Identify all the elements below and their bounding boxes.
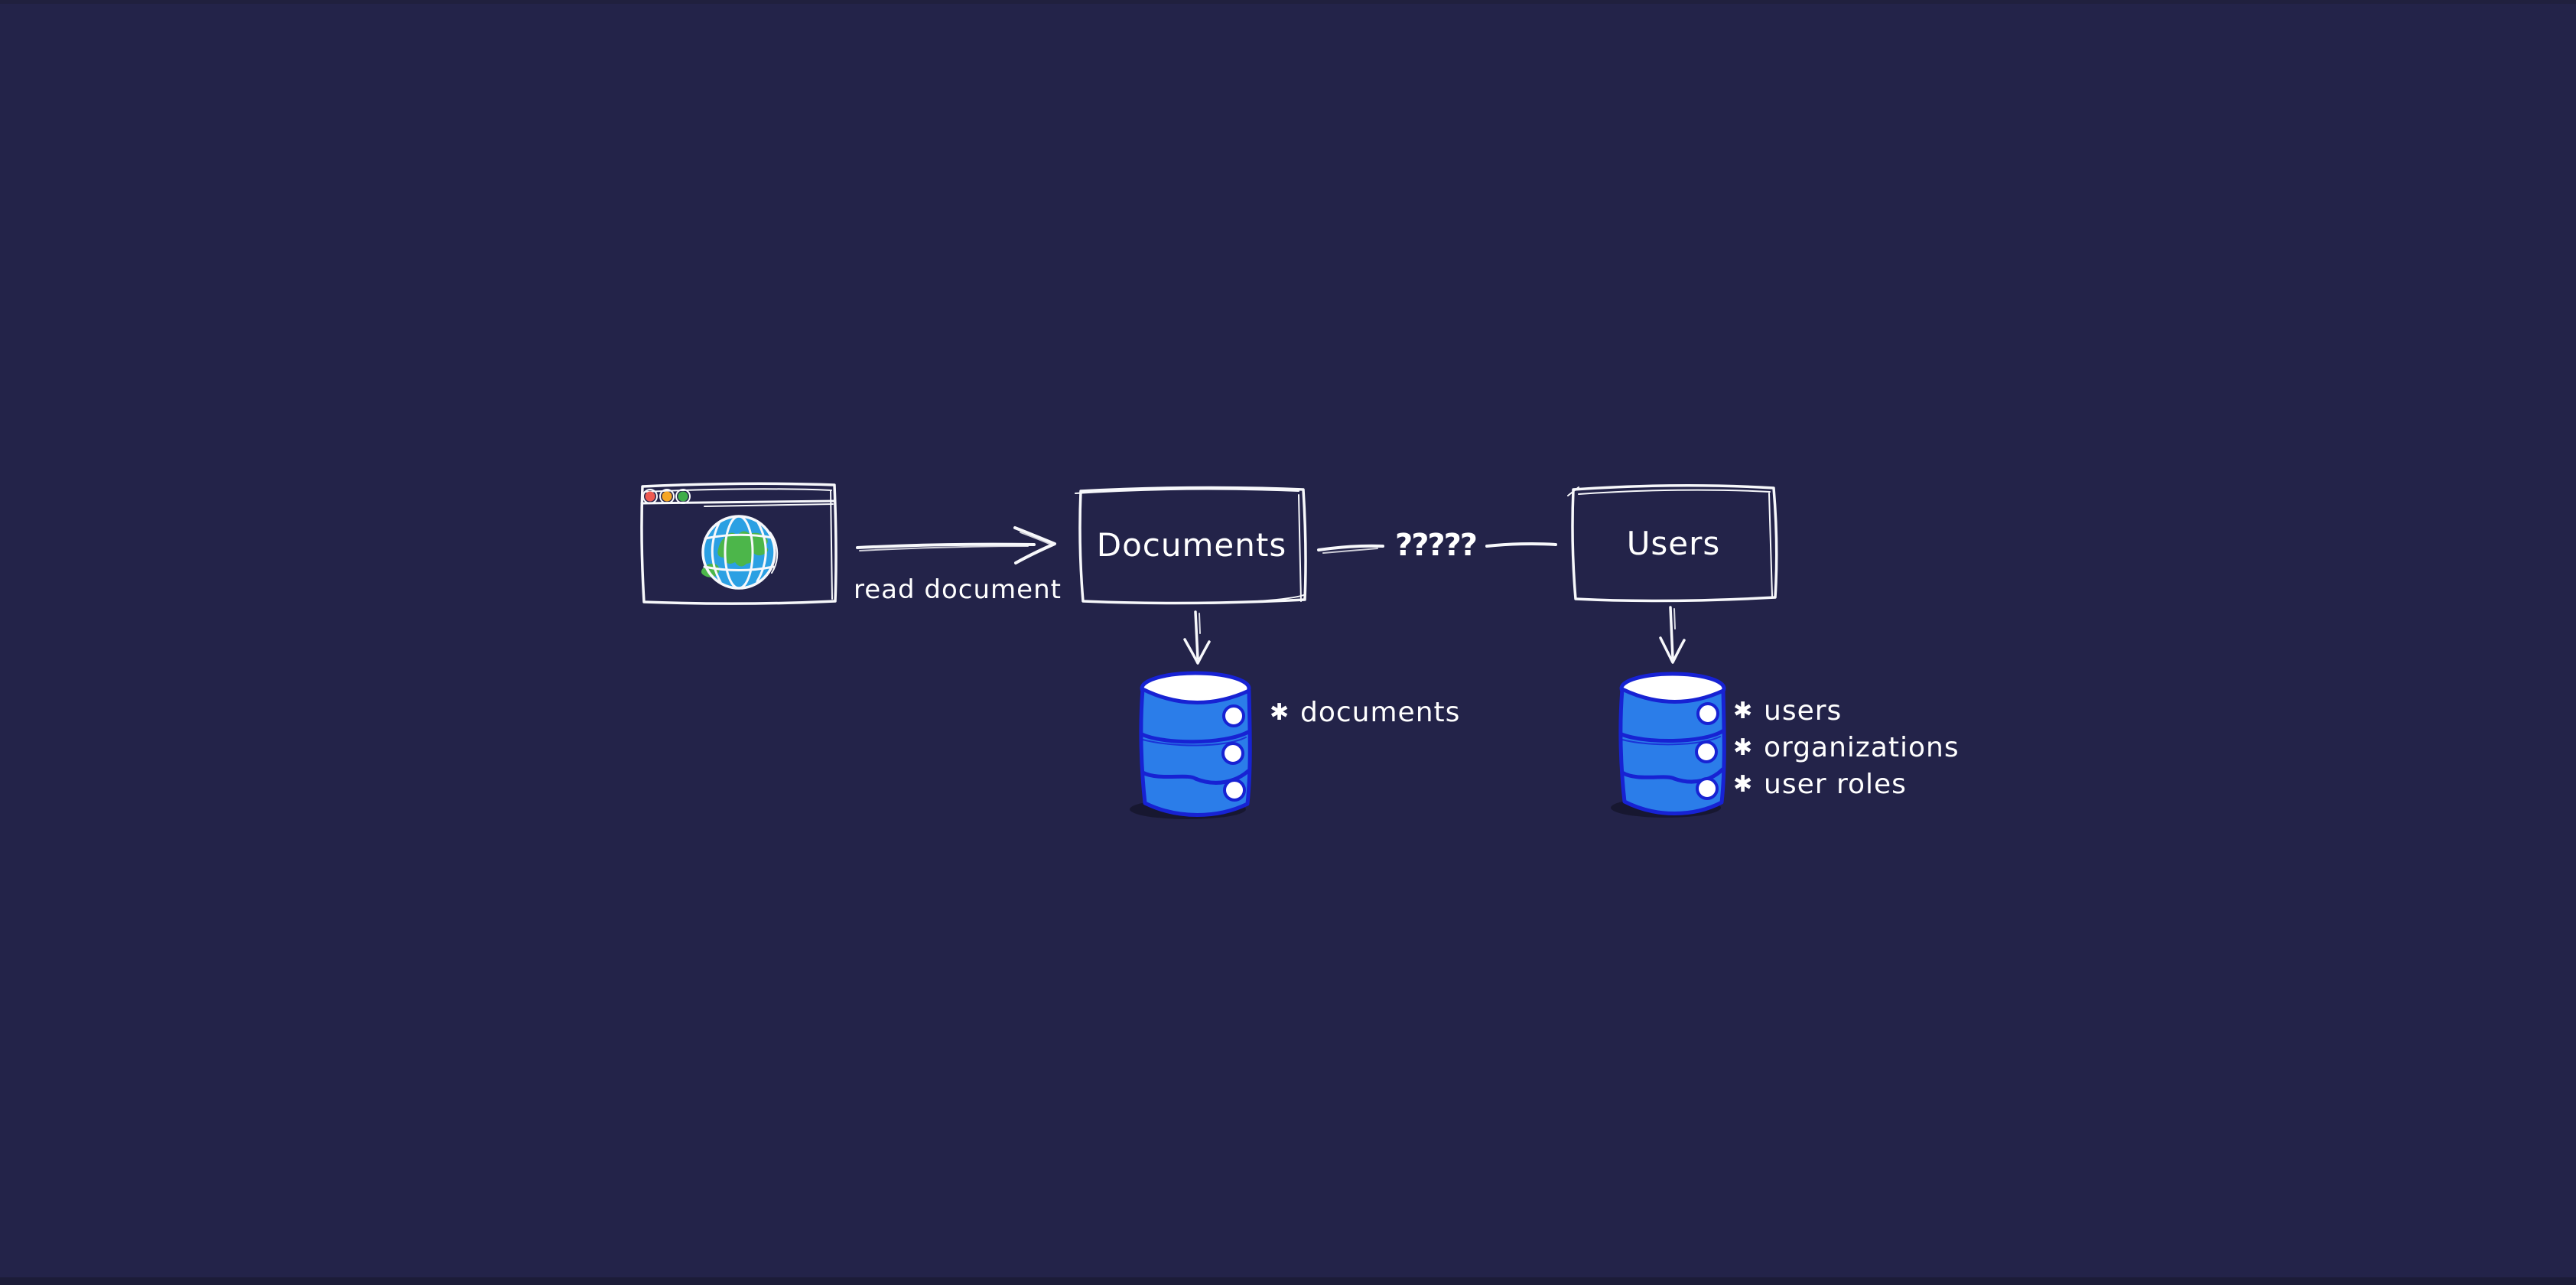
traffic-light-yellow xyxy=(662,491,672,502)
users-db-band1 xyxy=(1619,729,1725,743)
documents-db-dot xyxy=(1223,779,1246,802)
users-db-dot xyxy=(1696,777,1719,800)
users-box-label: Users xyxy=(1627,525,1721,562)
documents-db-item: documents xyxy=(1300,697,1460,728)
users-node: Users xyxy=(1567,484,1778,603)
users-db-item: organizations xyxy=(1764,732,1960,763)
users-db-list: ✱ users ✱ organizations ✱ user roles xyxy=(1733,695,1960,800)
documents-node: Documents xyxy=(1075,486,1307,605)
relation-dash-right xyxy=(1485,542,1557,548)
read-arrow-label: read document xyxy=(854,574,1062,605)
top-edge-strip xyxy=(0,0,2576,4)
relation-dash-left xyxy=(1317,544,1384,551)
documents-db-list: ✱ documents xyxy=(1270,697,1460,728)
users-database-icon xyxy=(1611,672,1726,818)
bullet-icon: ✱ xyxy=(1733,734,1752,761)
documents-database-icon xyxy=(1130,671,1252,819)
documents-db-dot xyxy=(1221,742,1244,765)
read-arrow-shaft xyxy=(856,542,1036,549)
users-db-item: user roles xyxy=(1764,769,1907,800)
browser-frame-top-echo xyxy=(644,488,832,493)
traffic-light-red xyxy=(645,491,655,502)
traffic-light-green xyxy=(678,491,688,502)
browser-frame xyxy=(640,482,838,605)
documents-box-right-echo xyxy=(1298,494,1302,602)
documents-db-arrow-shaft-echo xyxy=(1199,613,1201,634)
users-box-top-echo2 xyxy=(1578,489,1771,495)
users-db-arrow-shaft xyxy=(1669,606,1674,659)
users-db-item: users xyxy=(1764,695,1842,727)
browser-titlebar-separator xyxy=(640,499,836,505)
documents-db-band1-echo xyxy=(1142,737,1247,747)
globe-land-main xyxy=(717,531,769,567)
globe-ring-echo xyxy=(769,532,779,574)
globe-meridian-left xyxy=(711,520,722,584)
read-arrow-head xyxy=(1013,526,1056,564)
documents-db-arrow-shaft xyxy=(1194,610,1199,660)
traffic-light-ring xyxy=(642,489,658,504)
documents-box xyxy=(1078,486,1307,605)
documents-box-label: Documents xyxy=(1097,526,1286,564)
browser-frame-right-echo xyxy=(830,490,833,600)
globe-icon xyxy=(701,515,779,590)
users-box xyxy=(1571,484,1778,603)
users-db-band1-echo xyxy=(1621,736,1721,746)
users-box-right-echo xyxy=(1768,493,1773,597)
traffic-light-ring xyxy=(675,489,691,504)
read-arrow-shaft-echo xyxy=(859,545,1029,551)
traffic-lights xyxy=(642,489,691,504)
read-arrow xyxy=(856,526,1056,564)
bullet-icon: ✱ xyxy=(1733,771,1752,798)
globe-meridian-right xyxy=(756,521,767,583)
globe-parallel-lower xyxy=(703,565,775,571)
globe-meridian-center xyxy=(724,515,754,590)
bullet-icon: ✱ xyxy=(1270,699,1289,726)
browser-titlebar-separator-echo xyxy=(704,503,834,507)
users-db-arrow-head xyxy=(1659,636,1686,664)
users-db-dot xyxy=(1695,740,1718,763)
traffic-light-ring xyxy=(659,489,675,504)
users-db-arrow-shaft-echo xyxy=(1673,608,1676,629)
relation-label: ????? xyxy=(1395,528,1476,563)
documents-box-top-echo xyxy=(1075,488,1299,494)
relation-connector xyxy=(1317,542,1557,554)
users-db-band2 xyxy=(1620,767,1725,784)
users-db-arrow xyxy=(1659,606,1686,664)
relation-dash-left-echo xyxy=(1322,548,1378,554)
documents-db-arrow xyxy=(1183,610,1211,665)
globe-parallel-upper xyxy=(704,533,774,540)
documents-db-dot xyxy=(1222,704,1245,727)
bottom-edge-strip xyxy=(0,1277,2576,1285)
documents-db-arrow-head xyxy=(1183,638,1211,665)
browser-window xyxy=(640,482,838,605)
documents-box-bottom-echo xyxy=(1195,594,1306,604)
bullet-icon: ✱ xyxy=(1733,698,1752,724)
users-db-dot xyxy=(1696,702,1719,725)
users-box-top-echo xyxy=(1567,486,1579,496)
documents-db-band1 xyxy=(1140,730,1251,744)
read-arrow-head-echo xyxy=(1020,532,1052,559)
